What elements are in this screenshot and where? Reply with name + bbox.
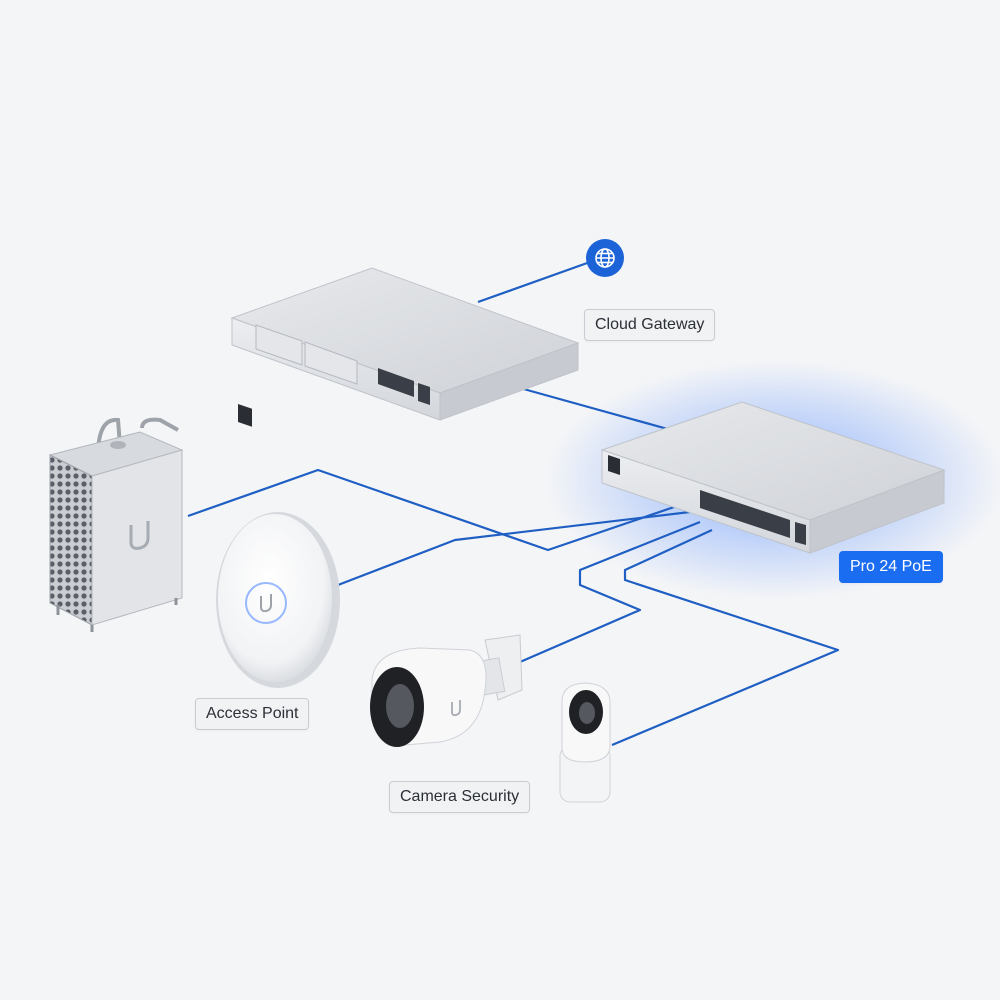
globe-icon[interactable] <box>586 239 624 277</box>
switch-ports <box>700 490 790 538</box>
gateway-ports <box>378 368 414 397</box>
label-cloud-gateway: Cloud Gateway <box>584 309 716 341</box>
network-cables <box>187 260 840 747</box>
label-access-point: Access Point <box>195 698 310 730</box>
camera-logo-icon <box>451 700 461 717</box>
ap-logo-icon <box>260 594 272 613</box>
pro-24-poe-switch[interactable] <box>600 401 946 554</box>
computer-tower[interactable] <box>48 417 184 632</box>
cable-gateway-to-internet <box>477 260 591 304</box>
label-camera-security: Camera Security <box>389 781 531 813</box>
cable-domecam-to-switch <box>611 529 840 747</box>
cable-bulletcam-to-switch <box>519 520 701 664</box>
ap-status-ring <box>245 582 287 624</box>
bullet-camera-device[interactable] <box>370 634 523 747</box>
label-pro-24-poe: Pro 24 PoE <box>839 551 943 583</box>
ubiquiti-logo-icon <box>129 521 150 550</box>
cable-computer-to-switch <box>187 468 681 552</box>
switch-screen <box>608 455 620 475</box>
dome-camera-device[interactable] <box>559 682 611 803</box>
access-point-device[interactable] <box>216 512 340 688</box>
gateway-screen <box>238 403 252 427</box>
cable-accesspoint-to-switch <box>337 510 691 587</box>
cloud-gateway-device[interactable] <box>230 267 580 427</box>
